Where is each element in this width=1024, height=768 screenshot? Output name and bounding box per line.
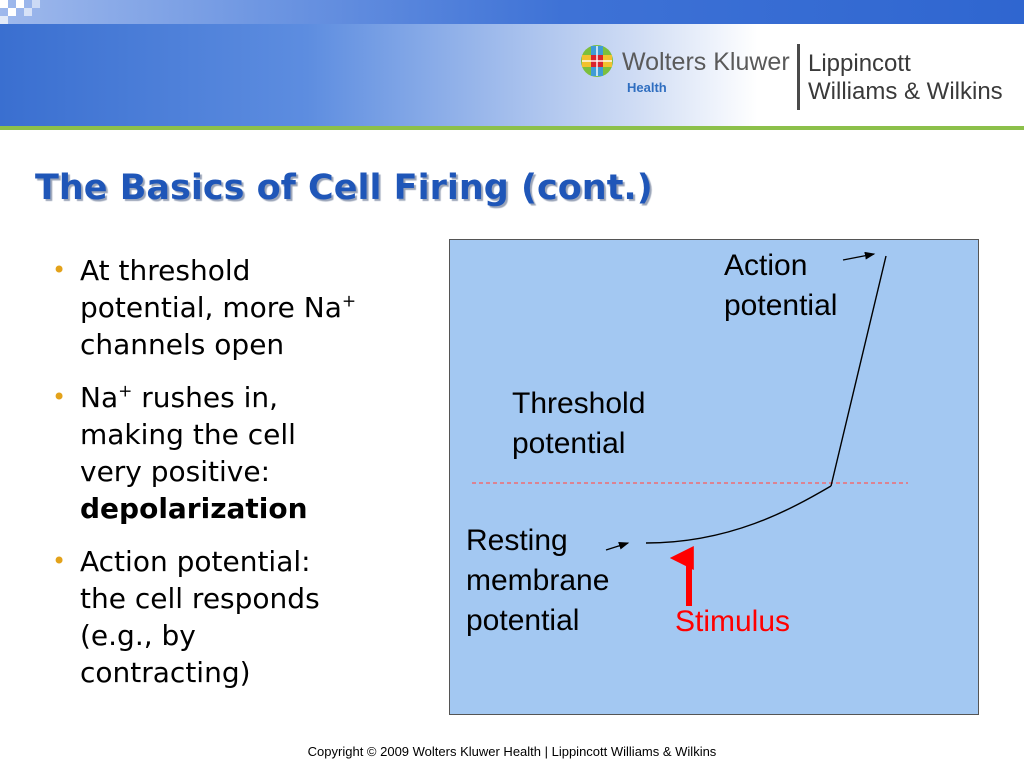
label-line: potential <box>512 427 626 460</box>
bullet-text: Action potential: <box>80 545 311 578</box>
resting-curve <box>645 485 832 544</box>
brand-subtitle: Health <box>627 80 667 95</box>
bullet-item: • Na+ rushes in, making the cell very po… <box>50 379 430 527</box>
bullet-text: potential, more Na+ <box>80 289 430 326</box>
superscript: + <box>118 381 133 402</box>
decor-square <box>0 0 8 8</box>
logo-divider <box>797 44 800 110</box>
decor-square <box>16 0 24 8</box>
copyright-footer: Copyright © 2009 Wolters Kluwer Health |… <box>307 744 717 759</box>
label-line: potential <box>724 289 838 322</box>
bullet-text: contracting) <box>80 656 251 689</box>
bullet-text-part: rushes in, <box>132 381 278 414</box>
resting-pointer-arrow-icon <box>605 542 630 551</box>
bullet-text: Na+ rushes in, <box>80 379 430 416</box>
slide-title: The Basics of Cell Firing (cont.) <box>35 168 653 208</box>
wolters-kluwer-logo-icon <box>581 45 613 77</box>
bullet-item: • At threshold potential, more Na+ chann… <box>50 252 430 363</box>
superscript: + <box>341 291 357 312</box>
partner-name-line2: Williams & Wilkins <box>808 78 1003 105</box>
action-potential-diagram: Action potential Threshold potential Res… <box>449 239 979 715</box>
bullet-text: (e.g., by <box>80 619 196 652</box>
decor-square <box>0 16 8 24</box>
label-line: Resting <box>466 524 568 557</box>
action-potential-spike <box>830 255 887 487</box>
decor-square <box>24 8 32 16</box>
threshold-potential-label: Threshold potential <box>512 384 645 464</box>
bullet-item: • Action potential: the cell responds (e… <box>50 543 430 691</box>
header-accent-line <box>0 126 1024 130</box>
bullet-list: • At threshold potential, more Na+ chann… <box>50 252 430 707</box>
bullet-text-part: Na <box>80 381 119 414</box>
bullet-text: making the cell <box>80 418 296 451</box>
partner-name-line1: Lippincott <box>808 50 911 77</box>
decor-square <box>8 8 16 16</box>
action-pointer-arrow-icon <box>842 251 876 261</box>
label-line: Action <box>724 249 808 282</box>
diagram-graphics <box>472 251 908 606</box>
header-banner: Wolters Kluwer Health Lippincott William… <box>0 0 1024 126</box>
header-top-strip <box>0 0 1024 24</box>
stimulus-label: Stimulus <box>675 605 791 638</box>
bullet-dot-icon: • <box>52 547 67 575</box>
action-potential-label: Action potential <box>724 246 837 326</box>
label-line: membrane <box>466 564 610 597</box>
bullet-text: channels open <box>80 328 285 361</box>
brand-name: Wolters Kluwer <box>622 48 790 76</box>
bullet-text: At threshold <box>80 254 251 287</box>
bullet-text: the cell responds <box>80 582 320 615</box>
bullet-text-part: potential, more Na <box>80 291 342 324</box>
label-line: Threshold <box>512 387 646 420</box>
bullet-text-bold: depolarization <box>80 492 308 525</box>
label-line: potential <box>466 604 580 637</box>
decor-square <box>32 0 40 8</box>
bullet-dot-icon: • <box>52 256 67 284</box>
resting-potential-label: Resting membrane potential <box>466 521 609 641</box>
bullet-dot-icon: • <box>52 383 67 411</box>
bullet-text: very positive: <box>80 455 271 488</box>
